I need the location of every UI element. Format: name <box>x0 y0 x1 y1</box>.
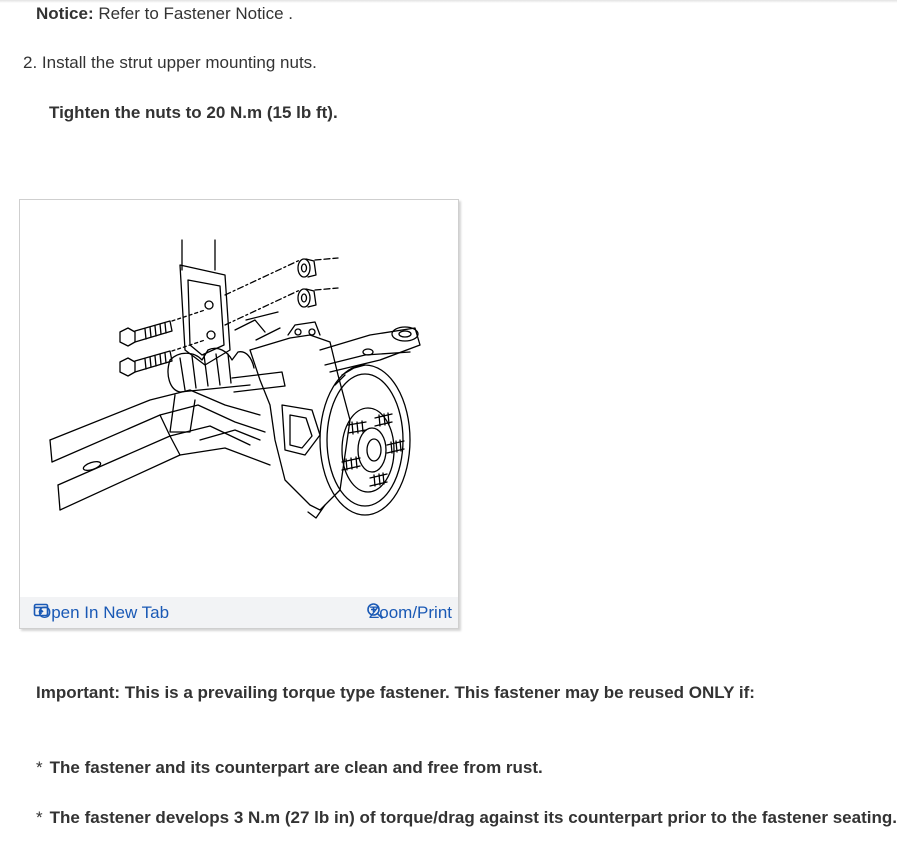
important-note: Important: This is a prevailing torque t… <box>36 683 755 702</box>
bolt-upper <box>119 309 206 347</box>
lug-studs <box>341 412 405 487</box>
nut-upper <box>297 258 317 278</box>
strut-mounting-illustration <box>49 239 421 519</box>
figure-action-bar: Open In New Tab Zoom/Print <box>20 597 458 628</box>
top-divider <box>0 0 897 3</box>
nut-lower <box>297 288 317 308</box>
zoom-print-label: Zoom/Print <box>368 603 452 622</box>
condition-text: The fastener and its counterpart are cle… <box>49 758 543 777</box>
condition-item: * The fastener and its counterpart are cl… <box>36 757 543 779</box>
fastener-notice: Notice: Refer to Fastener Notice . <box>36 3 293 25</box>
bullet-marker: * <box>36 808 43 827</box>
notice-label: Notice: <box>36 4 94 23</box>
torque-spec: Tighten the nuts to 20 N.m (15 lb ft). <box>49 103 338 122</box>
open-in-new-tab-label: Open In New Tab <box>38 603 170 622</box>
bullet-marker: * <box>36 758 43 777</box>
open-in-new-tab-link[interactable]: Open In New Tab <box>33 602 169 624</box>
step-instruction: 2. Install the strut upper mounting nuts… <box>23 53 317 72</box>
bolt-lower <box>119 339 206 377</box>
condition-text: The fastener develops 3 N.m (27 lb in) o… <box>49 808 897 827</box>
notice-text: Refer to Fastener Notice . <box>93 4 293 23</box>
zoom-print-link[interactable]: Zoom/Print <box>366 602 452 624</box>
condition-item: * The fastener develops 3 N.m (27 lb in) … <box>36 807 897 829</box>
strut-illustration-figure: Open In New Tab Zoom/Print <box>19 199 459 629</box>
